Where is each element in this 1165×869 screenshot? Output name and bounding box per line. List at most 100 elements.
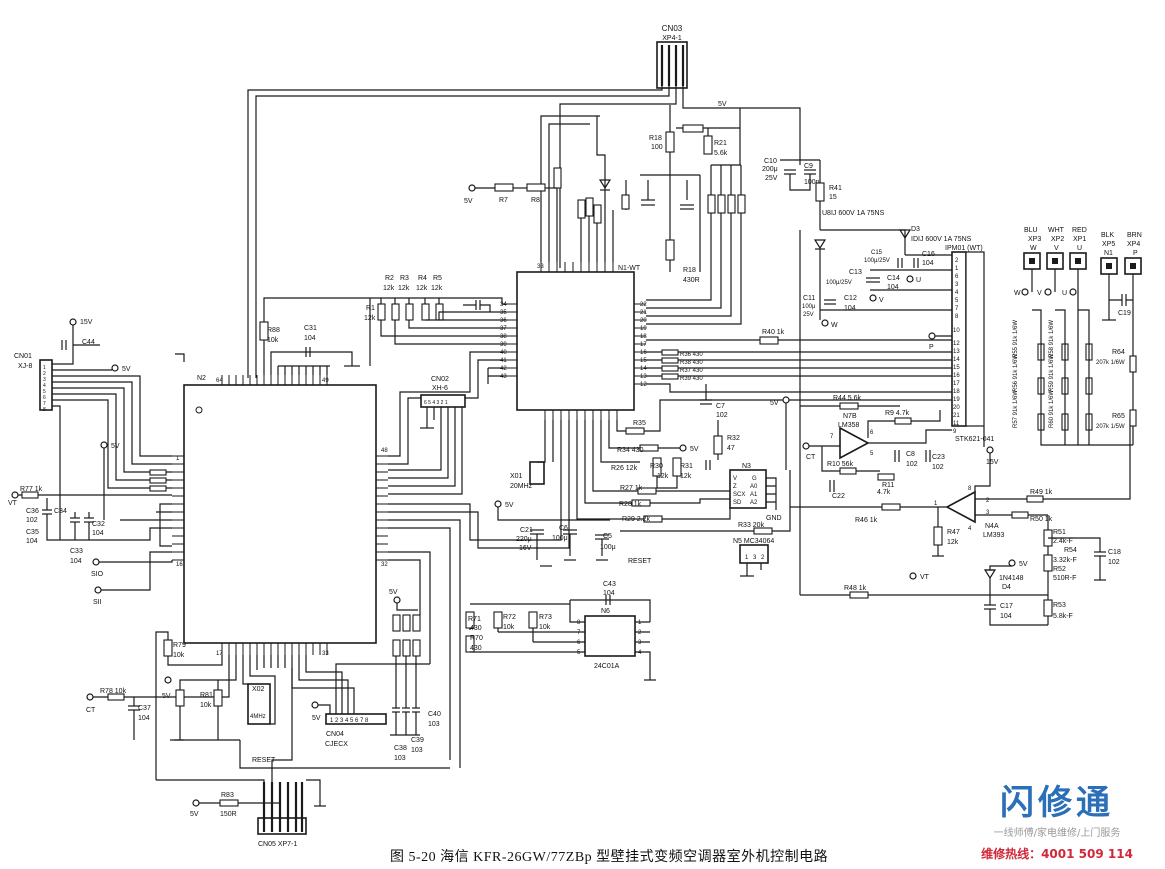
r73-label: R73 bbox=[539, 614, 552, 621]
d3-value: IDIJ 600V 1A 75NS bbox=[911, 236, 972, 243]
terminal-u-color: RED bbox=[1072, 227, 1087, 234]
r38-label: R38 430 bbox=[680, 360, 703, 366]
c17-value: 104 bbox=[1000, 613, 1012, 620]
c10-label: C10 bbox=[764, 158, 777, 165]
r78-label: R78 10k bbox=[100, 688, 127, 695]
r11-label: R11 bbox=[882, 482, 894, 489]
crystal-x01: X01 20MHz bbox=[510, 461, 545, 490]
r18a-label: R18 bbox=[649, 135, 662, 142]
label-reset-n1: RESET bbox=[628, 558, 652, 565]
r32-value: 47 bbox=[727, 445, 735, 452]
svg-text:1: 1 bbox=[955, 266, 959, 272]
r44-label: R44 5.6k bbox=[833, 395, 862, 402]
r31-value: 12k bbox=[680, 473, 692, 480]
svg-text:1: 1 bbox=[934, 501, 938, 507]
svg-text:5: 5 bbox=[577, 650, 581, 656]
label-5v-cn04: 5V bbox=[312, 715, 321, 722]
svg-text:22: 22 bbox=[640, 302, 647, 308]
r2-value: 12k bbox=[383, 285, 395, 292]
svg-text:18: 18 bbox=[640, 334, 647, 340]
svg-text:1: 1 bbox=[638, 620, 642, 626]
r39-label: R39 430 bbox=[680, 376, 703, 382]
terminal-p-color: BRN bbox=[1127, 232, 1142, 239]
svg-text:1: 1 bbox=[745, 555, 749, 561]
label-sio: SIO bbox=[91, 571, 104, 578]
svg-text:43: 43 bbox=[500, 374, 507, 380]
r36-label: R36 430 bbox=[680, 352, 703, 358]
c23-value: 102 bbox=[932, 464, 944, 471]
svg-text:5: 5 bbox=[43, 389, 46, 395]
connector-cn02: CN02 XH-6 6 5 4 3 2 1 bbox=[420, 376, 466, 408]
svg-text:7: 7 bbox=[955, 306, 959, 312]
c16-label: C16 bbox=[922, 251, 935, 258]
svg-text:64: 64 bbox=[216, 378, 223, 384]
r81-label: R81 bbox=[200, 692, 213, 699]
n3-pin-a0: A0 bbox=[750, 484, 758, 490]
label-u-cap: U bbox=[916, 277, 921, 284]
c13-label: C13 bbox=[849, 269, 862, 276]
svg-text:33: 33 bbox=[322, 651, 329, 657]
svg-text:16: 16 bbox=[176, 562, 183, 568]
n3-pin-v: V bbox=[733, 476, 737, 482]
svg-text:3: 3 bbox=[638, 640, 642, 646]
label-15v-ipm: 15V bbox=[986, 459, 999, 466]
r53-value: 5.8k-F bbox=[1053, 613, 1073, 620]
terminal-w: BLU XP3 W bbox=[1023, 227, 1041, 270]
c5-value: 100μ bbox=[600, 544, 616, 551]
svg-text:16: 16 bbox=[640, 350, 647, 356]
n6-label: N6 bbox=[601, 608, 610, 615]
r51-value: 2.4k-F bbox=[1053, 538, 1073, 545]
r65-label: R65 bbox=[1112, 413, 1125, 420]
r50-label: R50 1k bbox=[1030, 516, 1053, 523]
r49-label: R49 1k bbox=[1030, 489, 1053, 496]
svg-text:19: 19 bbox=[640, 326, 647, 332]
svg-text:7: 7 bbox=[830, 434, 834, 440]
n3-pin-a1: A1 bbox=[750, 492, 758, 498]
terminal-w-ref: XP3 bbox=[1028, 236, 1041, 243]
n4a-part: LM393 bbox=[983, 532, 1005, 539]
label-5v-c21: 5V bbox=[505, 502, 514, 509]
r31-label: R31 bbox=[680, 463, 693, 470]
n6-part: 24C01A bbox=[594, 663, 620, 670]
cn04-label: CN04 bbox=[326, 731, 344, 738]
cn02-label: CN02 bbox=[431, 376, 449, 383]
r64-value: 207k 1/6W bbox=[1096, 360, 1125, 366]
n7b-part: LM358 bbox=[838, 422, 860, 429]
svg-text:18: 18 bbox=[953, 389, 960, 395]
cn03-sub: XP4-1 bbox=[662, 35, 682, 42]
r46-label: R46 1k bbox=[855, 517, 878, 524]
svg-text:4: 4 bbox=[43, 383, 46, 389]
r8-label: R8 bbox=[531, 197, 540, 204]
chip-n1: N1-WT 33 34 35 36 37 38 39 40 41 42 43 2… bbox=[500, 264, 647, 411]
svg-text:5: 5 bbox=[870, 451, 874, 457]
svg-text:12: 12 bbox=[953, 341, 960, 347]
chip-n6: N6 24C01A 87 65 12 34 bbox=[577, 608, 642, 670]
svg-text:38: 38 bbox=[500, 334, 507, 340]
svg-text:15: 15 bbox=[953, 365, 960, 371]
r11-value: 4.7k bbox=[877, 489, 891, 496]
c12-value: 104 bbox=[844, 305, 856, 312]
r30-value: 12k bbox=[657, 473, 669, 480]
logo-mark: 闪修通 bbox=[1000, 783, 1114, 823]
c31-value: 104 bbox=[304, 335, 316, 342]
svg-text:2: 2 bbox=[955, 258, 959, 264]
label-v-right: V bbox=[1037, 290, 1042, 297]
terminal-p-ref: XP4 bbox=[1127, 241, 1140, 248]
c44-label: C44 bbox=[82, 339, 95, 346]
svg-text:17: 17 bbox=[640, 342, 647, 348]
label-ct-n7: CT bbox=[806, 454, 816, 461]
crystal-x02: X02 4MHz bbox=[247, 683, 271, 725]
r47-label: R47 bbox=[947, 529, 960, 536]
r3-label: R3 bbox=[400, 275, 409, 282]
n3-label: N3 bbox=[742, 463, 751, 470]
r54-value: 3.32k-F bbox=[1053, 557, 1077, 564]
n5-label: N5 MC34064 bbox=[733, 538, 774, 545]
c21-label: C21 bbox=[520, 527, 533, 534]
c38-value: 103 bbox=[394, 755, 406, 762]
c37-label: C37 bbox=[138, 705, 151, 712]
r72-label: R72 bbox=[503, 614, 516, 621]
label-w-right: W bbox=[1014, 290, 1021, 297]
c36-label: C36 bbox=[26, 508, 39, 515]
svg-text:4: 4 bbox=[638, 650, 642, 656]
c23-label: C23 bbox=[932, 454, 945, 461]
